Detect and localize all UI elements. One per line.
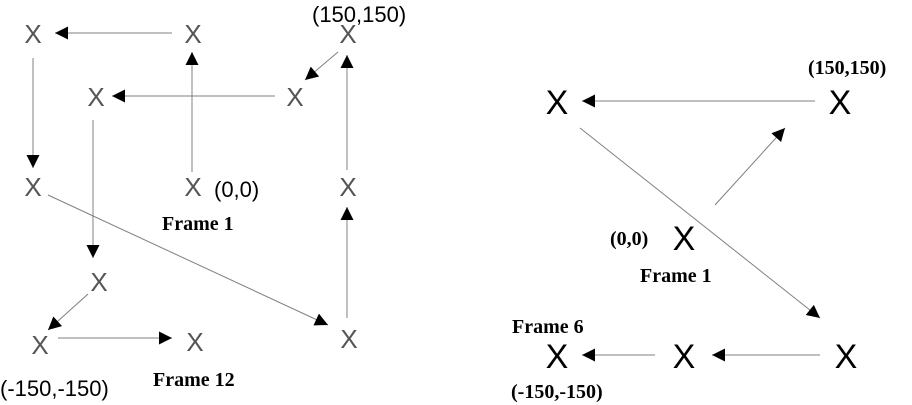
left-diagram: X X X X X X X X X X X X (0,0) (150,150) … — [0, 2, 406, 401]
left-arrows — [26, 26, 354, 345]
left-bottom-label: (-150,-150) — [0, 376, 109, 401]
marker-origin: X — [184, 172, 201, 202]
left-top-label: (150,150) — [312, 2, 406, 27]
arrow-top-right-to-inner-right — [304, 51, 339, 81]
marker-top-right: X — [339, 19, 356, 49]
arrow-top-left-to-bottom-right — [579, 127, 821, 319]
marker-right-mid: X — [339, 172, 356, 202]
right-top-label: (150,150) — [808, 57, 886, 79]
right-markers: X X X X X X — [546, 84, 858, 376]
right-origin-label: (0,0) — [610, 228, 648, 250]
marker-r-bottom-right: X — [835, 338, 858, 376]
left-frame-start-label: Frame 1 — [162, 213, 234, 235]
marker-bottom-right: X — [340, 324, 357, 354]
marker-r-bottom-mid: X — [673, 338, 696, 376]
right-arrows — [579, 94, 821, 362]
marker-top-mid: X — [184, 19, 201, 49]
marker-bottom-left: X — [31, 330, 48, 360]
left-markers: X X X X X X X X X X X X — [24, 19, 357, 360]
marker-bottom-mid: X — [186, 327, 203, 357]
right-bottom-label: (-150,-150) — [511, 381, 603, 403]
marker-inner-left: X — [87, 82, 104, 112]
marker-inner-right: X — [286, 82, 303, 112]
arrow-lower-mid-to-bottom-left — [47, 293, 89, 331]
right-frame-end-label: Frame 6 — [512, 316, 584, 338]
left-frame-end-label: Frame 12 — [153, 369, 235, 391]
marker-r-top-right: X — [829, 84, 852, 122]
marker-lower-mid: X — [90, 267, 107, 297]
marker-r-top-left: X — [546, 84, 569, 122]
right-diagram: X X X X X X (0,0) (150,150) (-150,-150) … — [511, 57, 886, 403]
right-frame-start-label: Frame 1 — [640, 265, 712, 287]
arrow-mid-left-to-bottom-right — [47, 194, 329, 326]
marker-r-origin: X — [673, 220, 696, 258]
arrow-origin-to-top-right — [714, 127, 786, 206]
left-origin-label: (0,0) — [214, 177, 259, 202]
marker-r-bottom-left: X — [546, 338, 569, 376]
marker-mid-left: X — [24, 172, 41, 202]
marker-top-left: X — [24, 19, 41, 49]
